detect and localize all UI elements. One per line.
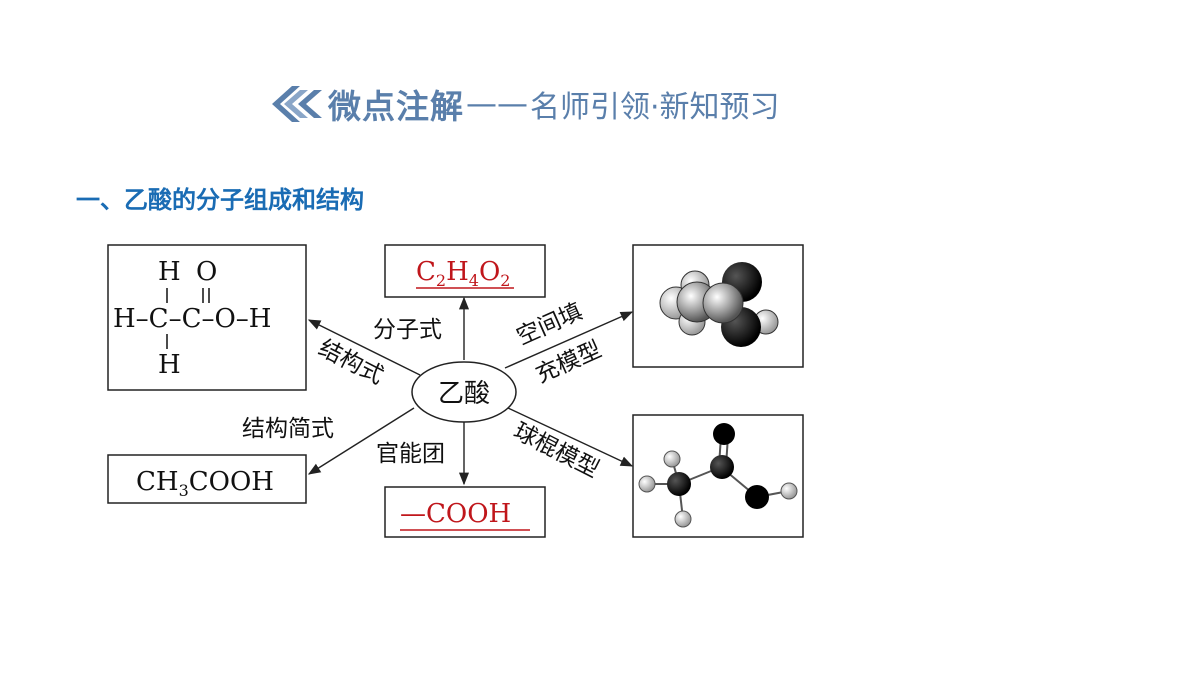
logo-icon bbox=[272, 86, 322, 122]
h-top: H bbox=[158, 257, 181, 287]
center-label: 乙酸 bbox=[438, 379, 490, 409]
functional-group: —COOH bbox=[400, 499, 511, 529]
label-molecular: 分子式 bbox=[373, 317, 442, 343]
h-bottom: H bbox=[158, 350, 181, 380]
arrow-space-fill bbox=[504, 311, 634, 369]
molecular-formula: C2H4O2 bbox=[416, 257, 510, 290]
o-top: O bbox=[196, 257, 217, 287]
ball-stick-model bbox=[638, 423, 798, 528]
sf-c-carboxyl bbox=[702, 282, 744, 324]
bs-o-hydroxyl bbox=[745, 485, 769, 509]
arrow-ball-stick bbox=[507, 407, 634, 467]
bs-c-carboxyl bbox=[710, 455, 734, 479]
header-subtitle: 名师引领·新知预习 bbox=[530, 90, 780, 125]
simplified-formula-box bbox=[107, 454, 307, 504]
label-structural: 结构式 bbox=[314, 335, 387, 389]
label-space-fill-1: 空间填 bbox=[513, 299, 587, 351]
functional-group-box bbox=[384, 486, 546, 538]
structural-formula: H O H–C–C–O–H H bbox=[113, 257, 271, 380]
header-separator: —— bbox=[466, 86, 528, 122]
space-fill-model bbox=[659, 262, 779, 347]
simplified-formula: CH3COOH bbox=[136, 467, 274, 500]
center-node bbox=[411, 361, 517, 423]
page-header: 微点注解 —— 名师引领·新知预习 bbox=[270, 80, 780, 128]
arrow-simplified bbox=[307, 407, 415, 475]
bs-h-hydroxyl bbox=[780, 482, 798, 500]
bs-o-carbonyl bbox=[713, 423, 735, 445]
structural-formula-box bbox=[107, 244, 307, 391]
label-functional: 官能团 bbox=[376, 441, 445, 467]
label-space-fill-2: 充模型 bbox=[532, 337, 606, 389]
header-main-title: 微点注解 bbox=[328, 87, 464, 126]
bs-c-methyl bbox=[667, 472, 691, 496]
section-title: 一、乙酸的分子组成和结构 bbox=[76, 186, 364, 214]
label-simplified: 结构简式 bbox=[242, 416, 334, 442]
bs-h2 bbox=[638, 475, 656, 493]
main-line: H–C–C–O–H bbox=[113, 304, 271, 334]
bs-h1 bbox=[663, 450, 681, 468]
bs-h3 bbox=[674, 510, 692, 528]
label-ball-stick: 球棍模型 bbox=[509, 418, 603, 483]
arrow-structural bbox=[307, 319, 421, 376]
